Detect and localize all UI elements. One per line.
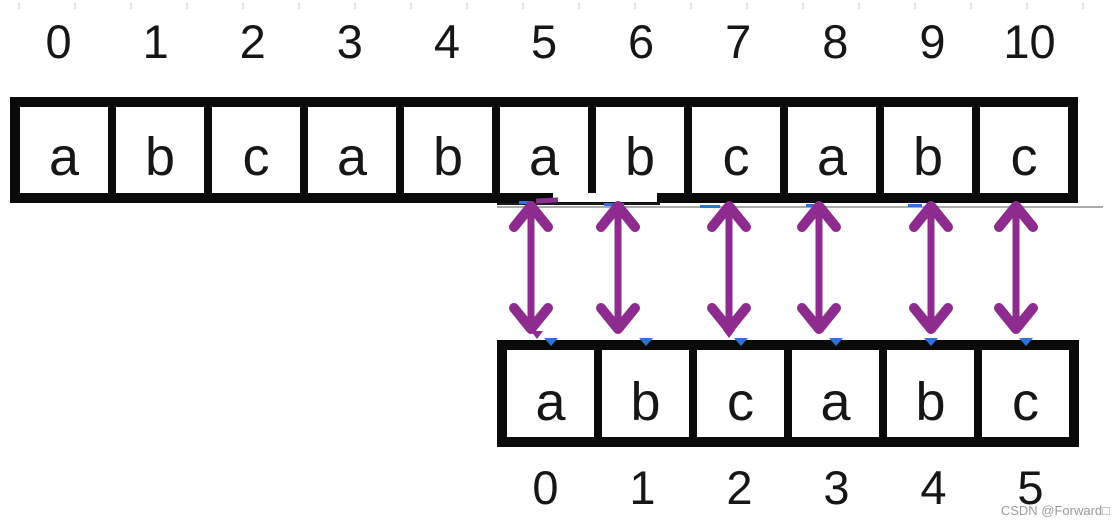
top-array-cell: b <box>592 103 688 197</box>
bottom-array-cell: b <box>598 346 693 441</box>
top-array-cell: a <box>16 103 112 197</box>
bottom-index-label: 5 <box>1017 461 1044 514</box>
ink-dash-blue <box>519 201 533 204</box>
underline-dark <box>497 203 660 205</box>
top-index-label: 8 <box>822 15 849 68</box>
top-array-cell: c <box>976 103 1072 197</box>
top-array-cell: a <box>784 103 880 197</box>
double-arrow <box>909 201 953 334</box>
top-index-label: 3 <box>336 15 363 68</box>
top-array-cell: c <box>688 103 784 197</box>
bottom-index-label: 0 <box>532 461 559 514</box>
bottom-index-row: 0 1 2 3 4 5 <box>497 464 1079 511</box>
watermark: CSDN @Forward□ <box>1000 503 1110 518</box>
bottom-array-cell: b <box>883 346 978 441</box>
bottom-index-label: 1 <box>629 461 656 514</box>
top-index-label: 7 <box>725 15 752 68</box>
top-array-cell: b <box>400 103 496 197</box>
top-index-label: 2 <box>239 15 266 68</box>
top-index-label: 9 <box>919 15 946 68</box>
double-arrow <box>994 201 1038 334</box>
bottom-index-label: 2 <box>726 461 753 514</box>
double-arrow <box>596 201 640 334</box>
top-array-cell: a <box>304 103 400 197</box>
bottom-array-cell: c <box>978 346 1073 441</box>
bottom-array-cell: a <box>503 346 598 441</box>
double-arrow <box>707 201 751 334</box>
bottom-index-label: 4 <box>920 461 947 514</box>
top-array-cell: a <box>496 103 592 197</box>
double-arrow <box>509 201 553 334</box>
ink-dash-blue <box>700 205 720 208</box>
top-array-cell: b <box>112 103 208 197</box>
ink-dash-blue <box>908 204 922 207</box>
underline-gray <box>497 206 1103 208</box>
top-index-label: 5 <box>530 15 558 68</box>
top-array-cell: b <box>880 103 976 197</box>
bottom-array-cell: c <box>693 346 788 441</box>
top-index-label: 4 <box>433 15 460 68</box>
top-array-cell: c <box>208 103 304 197</box>
top-index-label: 6 <box>628 15 655 68</box>
double-arrow <box>797 201 841 334</box>
bottom-index-label: 3 <box>823 461 850 514</box>
top-index-label: 10 <box>1003 15 1056 68</box>
top-index-row: 0 1 2 3 4 5 6 7 8 9 10 <box>10 18 1078 65</box>
top-index-label: 0 <box>45 15 72 68</box>
erase-mark <box>553 193 657 202</box>
bottom-array-cell: a <box>788 346 883 441</box>
ruler-ticks <box>18 3 1103 9</box>
ink-triangle-purple <box>531 331 543 339</box>
top-index-label: 1 <box>142 15 169 68</box>
